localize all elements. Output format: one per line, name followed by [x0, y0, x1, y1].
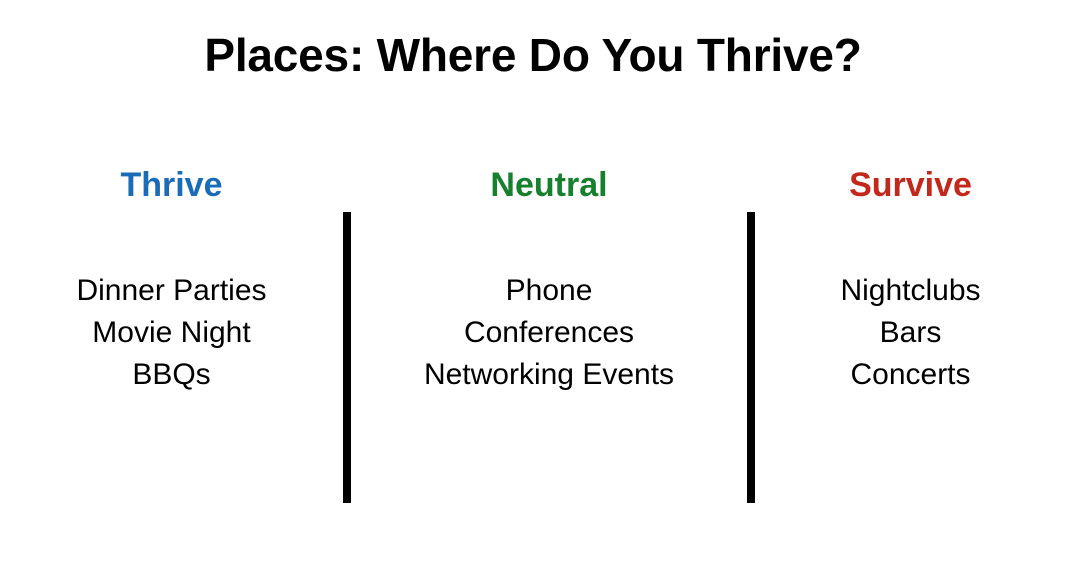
list-item: BBQs: [132, 358, 211, 391]
column-survive: Survive Nightclubs Bars Concerts: [755, 162, 1066, 396]
list-item: Nightclubs: [840, 274, 981, 307]
column-list-neutral: Phone Conferences Networking Events: [351, 270, 747, 396]
column-header-thrive: Thrive: [120, 166, 223, 204]
list-item: Concerts: [850, 358, 971, 391]
column-divider-right: [747, 212, 755, 503]
list-item: Phone: [505, 274, 593, 307]
column-divider-left: [343, 212, 351, 503]
list-item: Dinner Parties: [76, 274, 267, 307]
list-item: Networking Events: [423, 358, 675, 391]
column-neutral: Neutral Phone Conferences Networking Eve…: [351, 162, 747, 396]
column-header-survive: Survive: [849, 166, 972, 204]
column-list-survive: Nightclubs Bars Concerts: [755, 270, 1066, 396]
list-item: Movie Night: [92, 316, 251, 349]
list-item: Bars: [879, 316, 942, 349]
column-header-neutral: Neutral: [490, 166, 608, 204]
column-thrive: Thrive Dinner Parties Movie Night BBQs: [0, 162, 343, 396]
list-item: Conferences: [463, 316, 635, 349]
page-title: Places: Where Do You Thrive?: [204, 29, 862, 81]
column-list-thrive: Dinner Parties Movie Night BBQs: [0, 270, 343, 396]
